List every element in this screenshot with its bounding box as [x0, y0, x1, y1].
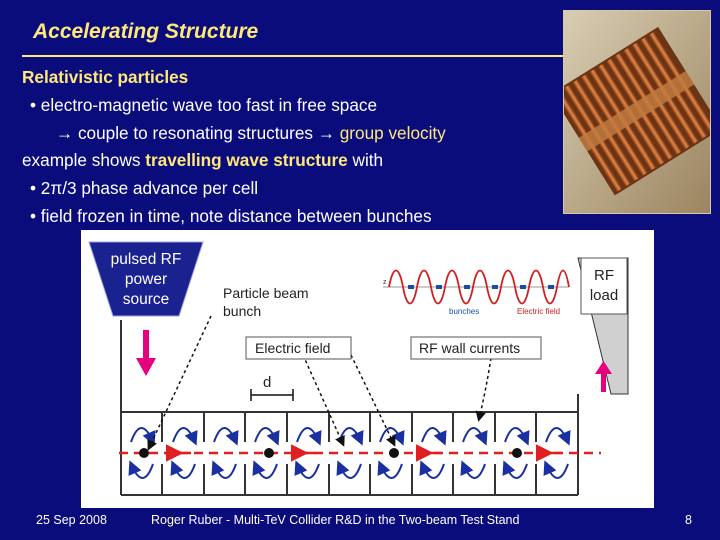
structure-photo-graphic: [564, 11, 710, 213]
inset-efield-label: Electric field: [517, 307, 560, 316]
bunch-distance-marker: [250, 389, 294, 401]
distance-d-label: d: [263, 374, 272, 391]
field-loops-bottom: [128, 460, 569, 479]
field-loops-top: [130, 427, 571, 446]
body-heading: Relativistic particles: [22, 67, 189, 87]
electric-field-label: Electric field: [255, 340, 331, 356]
rf-source-shape: [88, 241, 204, 317]
beam-bunch-label: Particle beam bunch: [223, 285, 309, 319]
footer-page-number: 8: [685, 513, 692, 527]
label-pointers: [147, 315, 492, 451]
diagram-graphic: z bunches Electric field: [88, 241, 629, 496]
bullet-field-frozen: • field frozen in time, note distance be…: [30, 205, 432, 226]
title-divider: [22, 55, 590, 57]
inset-bunches: [408, 285, 554, 289]
slide-title: Accelerating Structure: [33, 20, 259, 43]
particle-bunches: [139, 448, 522, 458]
example-prefix: example shows: [22, 150, 146, 171]
inset-wave-curve: [388, 269, 570, 305]
rf-load-label: RF load: [589, 267, 619, 304]
bullet-phase-advance: • 2π/3 phase advance per cell: [30, 178, 259, 199]
rf-input-arrow: [136, 330, 156, 376]
accelerating-structure-photo: [563, 10, 711, 214]
inset-wave-plot: z bunches Electric field: [383, 269, 570, 316]
load-label-box: [580, 257, 628, 315]
footer-title: Roger Ruber - Multi-TeV Collider R&D in …: [151, 513, 520, 527]
bullet-em-wave: • electro-magnetic wave too fast in free…: [30, 94, 378, 115]
rf-output-arrow: [595, 361, 612, 392]
inset-bunches-label: bunches: [449, 307, 479, 316]
example-line: example shows travelling wave structure …: [22, 147, 562, 175]
bullet-couple-sub: → couple to resonating structures → grou…: [22, 120, 562, 148]
rf-wall-currents-label: RF wall currents: [419, 340, 521, 356]
footer-date: 25 Sep 2008: [36, 513, 107, 527]
example-suffix: with: [347, 150, 384, 171]
slide-body: Relativistic particles • electro-magneti…: [22, 64, 562, 231]
group-velocity-text: group velocity: [339, 122, 446, 143]
cell-walls: [120, 320, 579, 496]
travelling-wave-diagram: z bunches Electric field pulsed RF power…: [81, 230, 654, 508]
efield-label-box: [245, 336, 352, 360]
rf-source-label: pulsed RF power source: [110, 251, 182, 308]
travelling-wave-text: travelling wave structure: [145, 150, 348, 171]
couple-text: → couple to resonating structures →: [56, 122, 340, 143]
inset-axis-label: z: [383, 279, 387, 286]
wall-currents-label-box: [410, 336, 542, 360]
